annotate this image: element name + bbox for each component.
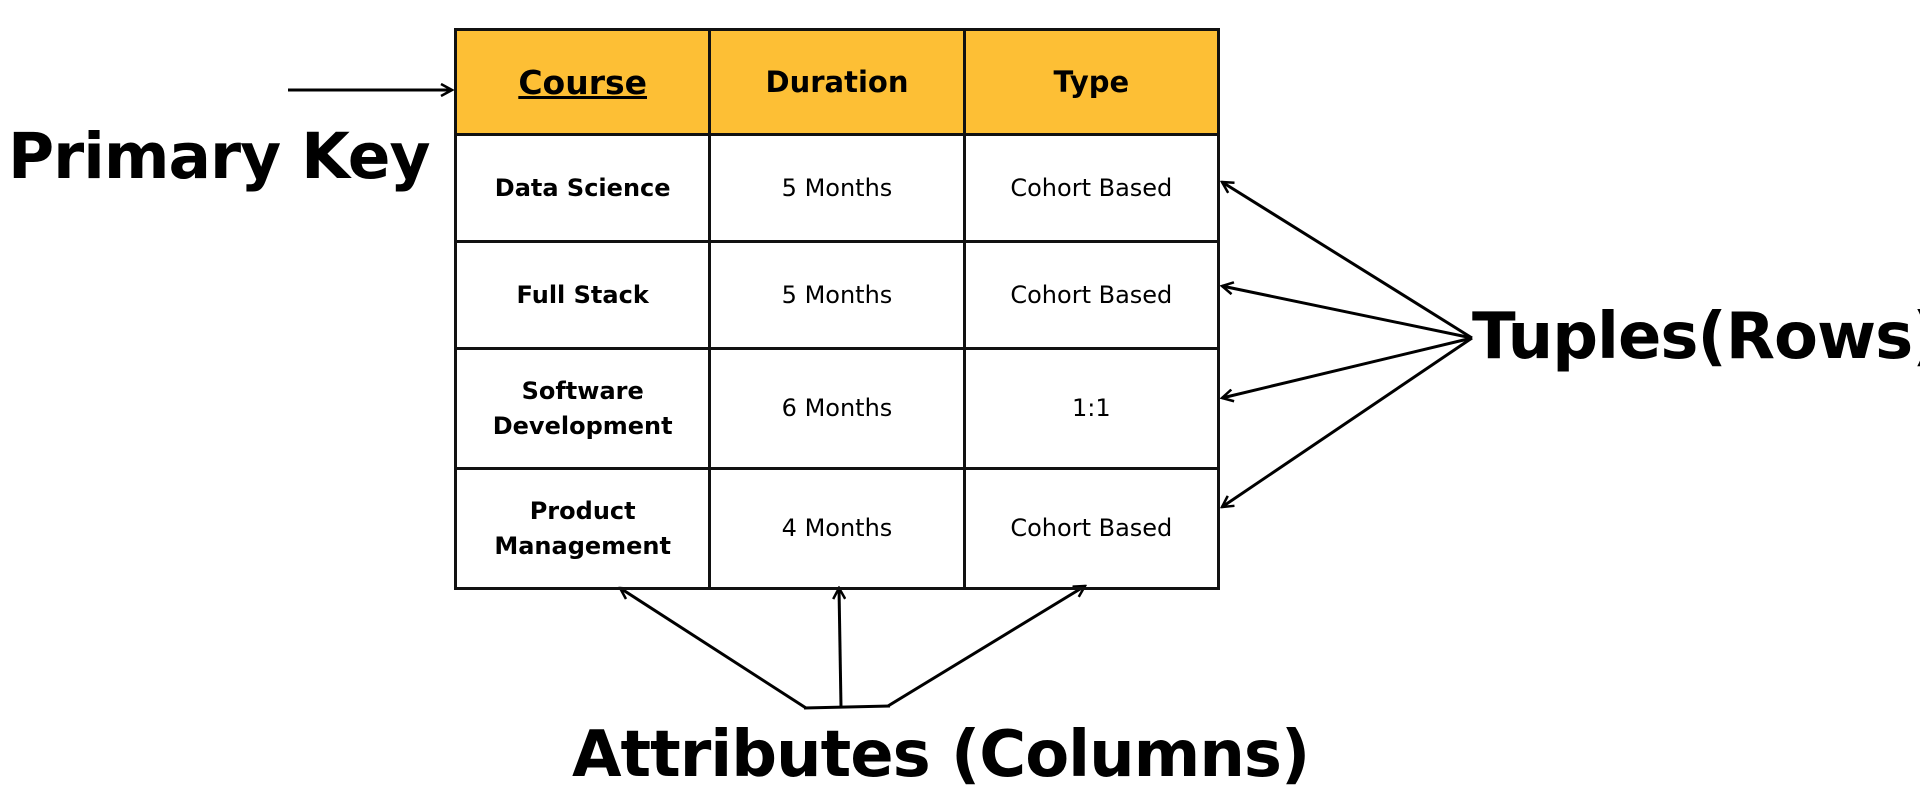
course-cell: Product Management [453, 467, 712, 590]
duration-cell: 5 Months [708, 133, 966, 243]
course-cell: Software Development [453, 347, 712, 470]
table-header-row: Course Duration Type [453, 28, 1221, 136]
column-header-duration: Duration [708, 28, 966, 136]
tuple-arrow-icon [1222, 336, 1473, 507]
type-cell: Cohort Based [962, 133, 1221, 243]
attribute-arrow-icon [839, 588, 841, 708]
attribute-arrow-icon [887, 586, 1085, 708]
table-row: Software Development 6 Months 1:1 [453, 347, 1221, 470]
type-cell: Cohort Based [962, 467, 1221, 590]
column-header-type: Type [962, 28, 1221, 136]
tuple-arrow-icon [1222, 286, 1473, 340]
column-header-course: Course [453, 28, 712, 136]
course-cell: Data Science [453, 133, 712, 243]
tuple-arrow-icon [1222, 336, 1473, 398]
primary-key-label: Primary Key [8, 120, 431, 193]
course-cell: Full Stack [453, 240, 712, 350]
attribute-arrow-icon [620, 588, 807, 710]
type-cell: 1:1 [962, 347, 1221, 470]
type-cell: Cohort Based [962, 240, 1221, 350]
attribute-arrow-base [803, 704, 891, 710]
tuple-arrow-icon [1222, 182, 1473, 340]
relation-table: Course Duration Type Data Science 5 Mont… [453, 28, 1221, 590]
duration-cell: 4 Months [708, 467, 966, 590]
duration-cell: 5 Months [708, 240, 966, 350]
table-row: Data Science 5 Months Cohort Based [453, 133, 1221, 243]
attributes-label: Attributes (Columns) [572, 718, 1310, 792]
tuples-label: Tuples(Rows) [1472, 300, 1920, 374]
table-row: Full Stack 5 Months Cohort Based [453, 240, 1221, 350]
duration-cell: 6 Months [708, 347, 966, 470]
table-row: Product Management 4 Months Cohort Based [453, 467, 1221, 590]
